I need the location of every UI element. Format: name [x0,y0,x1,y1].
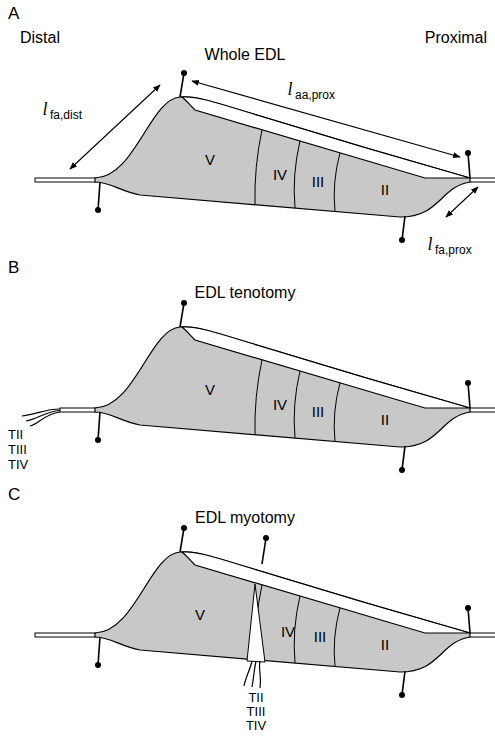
compartment-divider [334,383,340,442]
muscle-belly [95,327,470,447]
compartment-divider [334,153,340,212]
pin-head [465,605,471,611]
pin [468,153,470,178]
pin [402,671,405,695]
tendon-strand [244,661,252,686]
pin-head [399,237,405,243]
dimension-subscript: fa,prox [435,244,472,257]
aponeurosis [182,327,470,408]
compartment-label: II [381,182,389,199]
tendon-label: TII [248,691,263,705]
compartment-label: V [205,382,215,399]
muscle-panel [35,70,495,243]
tendon-label: TIII [247,705,266,719]
compartment-label: III [314,629,327,646]
dimension-symbol: l [42,100,47,120]
dimension-arrow [192,81,460,157]
distal-tendon [35,633,97,637]
pin [98,637,100,665]
dimension-arrow [446,187,478,217]
compartment-label: II [381,637,389,654]
muscle-belly [95,97,470,217]
panel-title: Whole EDL [205,46,286,64]
dimension-subscript: fa,dist [50,109,82,122]
compartment-label: V [195,607,205,624]
pin-head [465,150,471,156]
compartment-divider [255,130,262,205]
panel-title: EDL myotomy [195,509,295,527]
panel-letter: C [8,486,20,505]
tendon-strand [22,409,60,416]
compartment-label: V [205,152,215,169]
pin [98,412,100,440]
tendon-label: TIV [246,719,266,733]
pin [180,528,184,552]
panel-letter: B [8,259,19,278]
tendon-label: TII [8,428,23,442]
dimension-symbol: l [287,80,292,100]
pin-head [95,437,101,443]
pin [180,73,184,97]
dimension-subscript: aa,prox [295,89,335,102]
tendon-label: TIII [8,443,27,457]
dimension-arrow [70,85,160,169]
pin [402,446,405,470]
proximal-tendon [468,178,495,182]
muscle-panel [35,525,495,698]
pin-head [181,70,187,76]
tendon-strand [26,411,60,422]
muscle-belly [95,552,470,672]
tendon-label: TIV [8,458,28,472]
tendon-strand [30,412,60,426]
myotomy-cut [247,584,265,662]
pin [468,383,470,408]
aponeurosis [182,552,470,633]
aponeurosis [182,97,470,178]
compartment-divider [334,608,340,667]
pin [98,182,100,210]
tendon-strand [259,661,260,688]
muscle-panel [22,300,495,473]
pin [262,538,266,564]
compartment-label: IV [273,167,287,184]
pin-head [399,692,405,698]
panel-letter: A [8,5,19,24]
pin [402,216,405,240]
pin [468,608,470,633]
pin-head [263,535,269,541]
dimension-symbol: l [427,235,432,255]
compartment-divider [294,371,300,438]
compartment-label: II [381,412,389,429]
compartment-divider [255,360,262,435]
pin-head [95,207,101,213]
compartment-label: IV [273,397,287,414]
tendon-strand [252,661,256,687]
direction-label: Distal [20,29,60,47]
pin-head [399,467,405,473]
distal-tendon [35,178,97,182]
compartment-divider [294,141,300,208]
distal-tendon [60,408,97,412]
pin-head [181,300,187,306]
proximal-tendon [468,408,495,412]
pin-head [95,662,101,668]
direction-label: Proximal [425,29,487,47]
pin-head [465,380,471,386]
compartment-label: IV [281,624,295,641]
compartment-label: III [312,404,325,421]
proximal-tendon [468,633,495,637]
pin [180,303,184,327]
pin-head [181,525,187,531]
panel-title: EDL tenotomy [195,284,296,302]
compartment-label: III [312,174,325,191]
